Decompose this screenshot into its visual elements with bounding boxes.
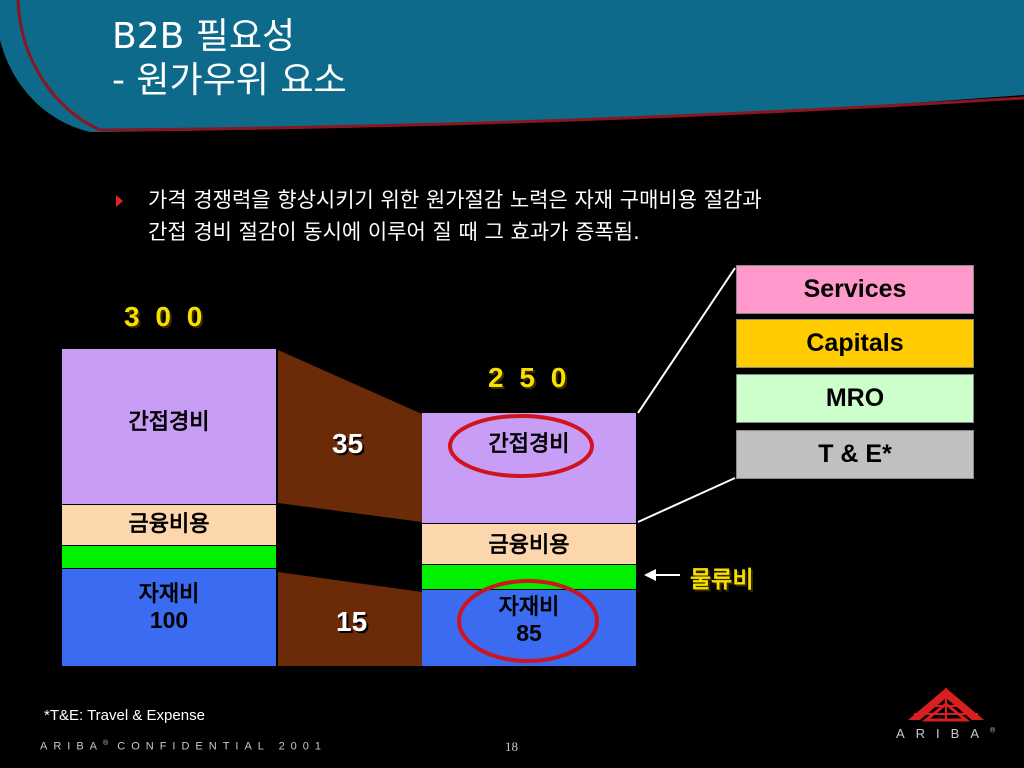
- ariba-logo-text: ARIBA®: [896, 726, 995, 741]
- materials-highlight-ring: [457, 579, 599, 663]
- bar-after-logistics: [422, 565, 636, 589]
- confidential-footer: ARIBA® CONFIDENTIAL 2001: [40, 740, 327, 753]
- legend-connector-top: [637, 267, 736, 414]
- bullet-line-1: 가격 경쟁력을 향상시키기 위한 원가절감 노력은 자재 구매비용 절감과: [148, 188, 762, 212]
- registered-mark: ®: [103, 740, 109, 747]
- ariba-logo-icon: [908, 688, 984, 722]
- bullet-arrow-icon: [116, 195, 123, 207]
- logistics-callout-label: 물류비: [690, 567, 754, 593]
- bullet-text: 가격 경쟁력을 향상시키기 위한 원가절감 노력은 자재 구매비용 절감과 간접…: [148, 184, 948, 248]
- bar-after-materials: 자재비 85: [422, 590, 636, 666]
- finance-label-before: 금융비용: [128, 512, 210, 537]
- footnote: *T&E: Travel & Expense: [44, 707, 205, 724]
- materials-reduction-value: 15: [336, 606, 368, 637]
- bar-before-logistics: [62, 546, 276, 568]
- bar-before-finance: 금융비용: [62, 505, 276, 545]
- materials-label-before: 자재비: [138, 582, 200, 607]
- legend-capitals: Capitals: [736, 319, 974, 368]
- header-band: [0, 0, 1024, 132]
- indirect-highlight-ring: [448, 414, 594, 478]
- legend-services: Services: [736, 265, 974, 314]
- page-number: 18: [505, 739, 518, 754]
- bar-before-materials: 자재비 100: [62, 569, 276, 666]
- bar-after-finance: 금융비용: [422, 524, 636, 564]
- finance-label-after: 금융비용: [488, 533, 570, 558]
- legend-connector-bottom: [637, 477, 736, 523]
- materials-value-before: 100: [149, 607, 189, 633]
- bar-total-after: 2 5 0: [488, 362, 571, 393]
- legend-te: T & E*: [736, 430, 974, 479]
- indirect-label-after: 간접경비: [488, 432, 570, 457]
- logo-registered-mark: ®: [990, 727, 996, 735]
- logistics-pointer-arrowhead: [644, 569, 656, 581]
- materials-value-after: 85: [516, 620, 542, 646]
- indirect-reduction-connector: [278, 350, 422, 522]
- bar-before-indirect: 간접경비: [62, 349, 276, 504]
- bullet-line-2: 간접 경비 절감이 동시에 이루어 질 때 그 효과가 증폭됨.: [148, 220, 640, 244]
- confidential-text: CONFIDENTIAL 2001: [108, 740, 328, 753]
- materials-reduction-connector: [278, 572, 422, 666]
- ariba-logo-word: ARIBA: [896, 726, 991, 741]
- confidential-brand: ARIBA: [40, 740, 104, 753]
- indirect-reduction-value: 35: [332, 428, 364, 459]
- indirect-label-before: 간접경비: [128, 410, 210, 435]
- materials-label-after: 자재비: [498, 595, 560, 620]
- bar-total-before: 3 0 0: [124, 301, 207, 332]
- slide-subtitle: - 원가우위 요소: [112, 60, 347, 101]
- slide-title: B2B 필요성: [112, 16, 296, 57]
- legend-mro: MRO: [736, 374, 974, 423]
